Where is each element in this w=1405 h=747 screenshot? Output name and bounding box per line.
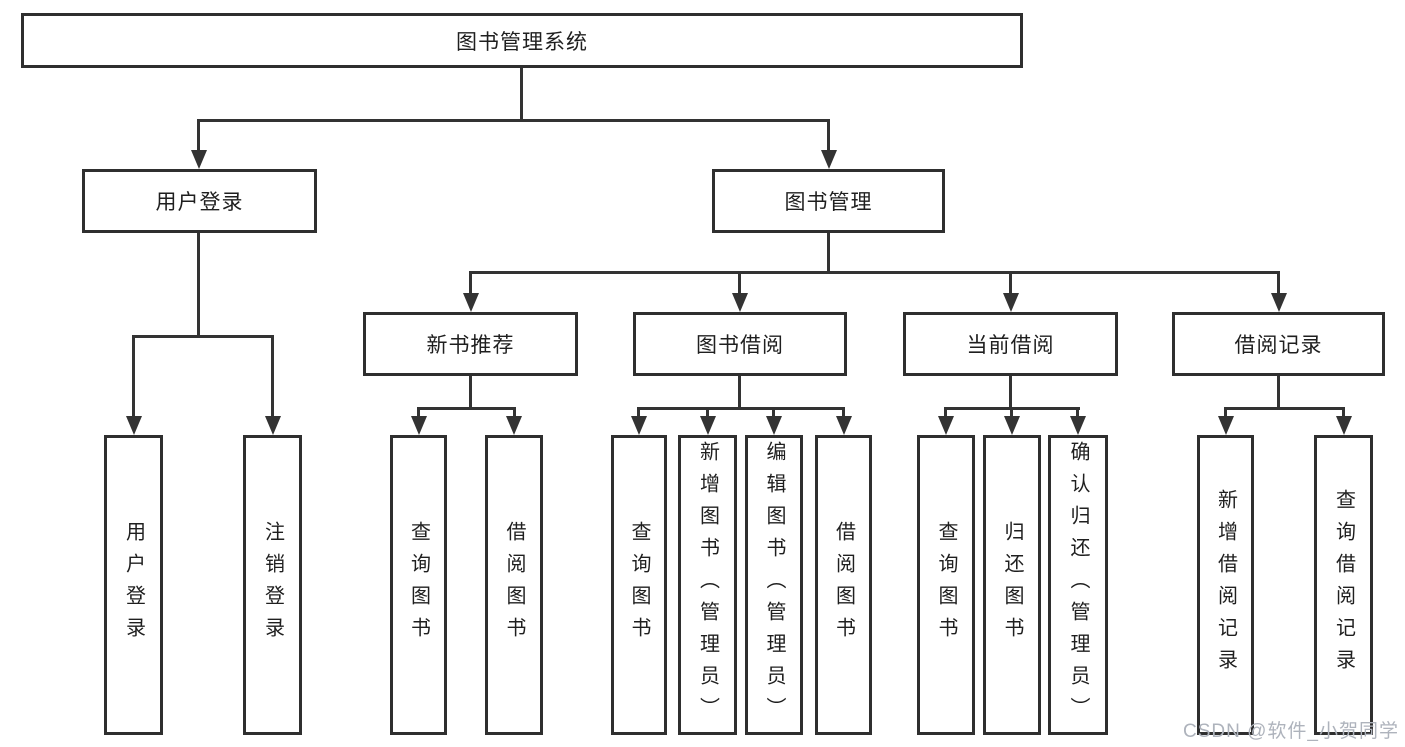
leaf-query-books-borrow-label: 查询图书: [628, 521, 650, 649]
connector-recommend-stem: [469, 376, 472, 407]
node-root: 图书管理系统: [21, 13, 1023, 68]
connector-records-stem: [1277, 376, 1280, 407]
arrowhead-icon: [411, 416, 427, 435]
leaf-logout: 注销登录: [243, 435, 302, 735]
leaf-borrow-books-recommend-label: 借阅图书: [503, 521, 525, 649]
connector-shaft-leaf-user-login: [132, 335, 135, 420]
arrowhead-icon: [732, 293, 748, 312]
leaf-edit-book-admin-label: 编辑图书（管理员）: [763, 441, 785, 729]
leaf-query-books-current-label: 查询图书: [935, 521, 957, 649]
arrowhead-icon: [1003, 293, 1019, 312]
leaf-return-book: 归还图书: [983, 435, 1041, 735]
leaf-borrow-books-recommend: 借阅图书: [485, 435, 543, 735]
arrowhead-icon: [836, 416, 852, 435]
connector-shaft-book-management: [827, 119, 830, 150]
leaf-borrow-books-borrow-label: 借阅图书: [832, 521, 855, 649]
connector-shaft: [1342, 407, 1345, 420]
leaf-borrow-books-borrow: 借阅图书: [815, 435, 872, 735]
leaf-confirm-return-admin-label: 确认归还（管理员）: [1067, 441, 1089, 729]
node-new-book-recommend: 新书推荐: [363, 312, 578, 376]
connector-root-bar: [197, 119, 830, 122]
arrowhead-icon: [700, 416, 716, 435]
leaf-query-borrow-record-label: 查询借阅记录: [1332, 489, 1355, 681]
connector-shaft-user-login: [197, 119, 200, 150]
connector-shaft: [1076, 407, 1079, 420]
arrowhead-icon: [126, 416, 142, 435]
leaf-query-borrow-record: 查询借阅记录: [1314, 435, 1373, 735]
arrowhead-icon: [938, 416, 954, 435]
connector-shaft: [637, 407, 640, 420]
node-borrow-records: 借阅记录: [1172, 312, 1385, 376]
csdn-watermark: CSDN @软件_小贺同学: [1183, 721, 1399, 742]
connector-shaft: [842, 407, 845, 420]
connector-shaft-borrow-records: [1277, 271, 1280, 297]
connector-book-management-stem: [827, 233, 830, 271]
connector-book-management-bar: [469, 271, 1280, 274]
leaf-add-borrow-record-label: 新增借阅记录: [1214, 489, 1237, 681]
leaf-add-borrow-record: 新增借阅记录: [1197, 435, 1254, 735]
connector-shaft: [1224, 407, 1227, 420]
leaf-edit-book-admin: 编辑图书（管理员）: [745, 435, 803, 735]
connector-shaft: [706, 407, 709, 420]
node-user-login: 用户登录: [82, 169, 317, 233]
leaf-confirm-return-admin: 确认归还（管理员）: [1048, 435, 1108, 735]
connector-user-login-bar: [132, 335, 274, 338]
node-current-borrow-label: 当前借阅: [966, 334, 1055, 357]
leaf-add-book-admin: 新增图书（管理员）: [678, 435, 737, 735]
connector-borrow-bar: [637, 407, 845, 410]
leaf-return-book-label: 归还图书: [1001, 521, 1023, 649]
connector-shaft: [1010, 407, 1013, 420]
node-book-borrow: 图书借阅: [633, 312, 847, 376]
arrowhead-icon: [506, 416, 522, 435]
connector-records-bar: [1224, 407, 1345, 410]
arrowhead-icon: [1004, 416, 1020, 435]
node-book-borrow-label: 图书借阅: [696, 334, 784, 357]
arrowhead-icon: [1070, 416, 1086, 435]
connector-shaft-current-borrow: [1009, 271, 1012, 297]
node-user-login-label: 用户登录: [155, 191, 244, 214]
node-new-book-recommend-label: 新书推荐: [426, 334, 515, 357]
leaf-query-books-borrow: 查询图书: [611, 435, 667, 735]
connector-current-stem: [1009, 376, 1012, 407]
leaf-user-login: 用户登录: [104, 435, 163, 735]
connector-shaft-new-book-recommend: [469, 271, 472, 297]
arrowhead-icon: [821, 150, 837, 169]
connector-borrow-stem: [738, 376, 741, 407]
node-book-management: 图书管理: [712, 169, 945, 233]
arrowhead-icon: [631, 416, 647, 435]
arrowhead-icon: [191, 150, 207, 169]
connector-shaft: [772, 407, 775, 420]
connector-shaft-book-borrow: [738, 271, 741, 297]
connector-root-stem: [520, 68, 523, 119]
leaf-logout-label: 注销登录: [261, 521, 284, 649]
arrowhead-icon: [1218, 416, 1234, 435]
leaf-user-login-label: 用户登录: [122, 521, 145, 649]
arrowhead-icon: [1271, 293, 1287, 312]
connector-recommend-bar: [417, 407, 516, 410]
connector-shaft: [944, 407, 947, 420]
leaf-query-books-current: 查询图书: [917, 435, 975, 735]
arrowhead-icon: [463, 293, 479, 312]
leaf-query-books-recommend-label: 查询图书: [407, 521, 430, 649]
node-borrow-records-label: 借阅记录: [1234, 334, 1323, 357]
connector-shaft: [417, 407, 420, 420]
connector-shaft: [513, 407, 516, 420]
leaf-query-books-recommend: 查询图书: [390, 435, 447, 735]
node-book-management-label: 图书管理: [784, 191, 873, 214]
node-current-borrow: 当前借阅: [903, 312, 1118, 376]
connector-user-login-stem: [197, 233, 200, 335]
arrowhead-icon: [1336, 416, 1352, 435]
node-root-label: 图书管理系统: [456, 30, 588, 54]
leaf-add-book-admin-label: 新增图书（管理员）: [696, 441, 719, 729]
connector-shaft-leaf-logout: [271, 335, 274, 420]
arrowhead-icon: [265, 416, 281, 435]
arrowhead-icon: [766, 416, 782, 435]
